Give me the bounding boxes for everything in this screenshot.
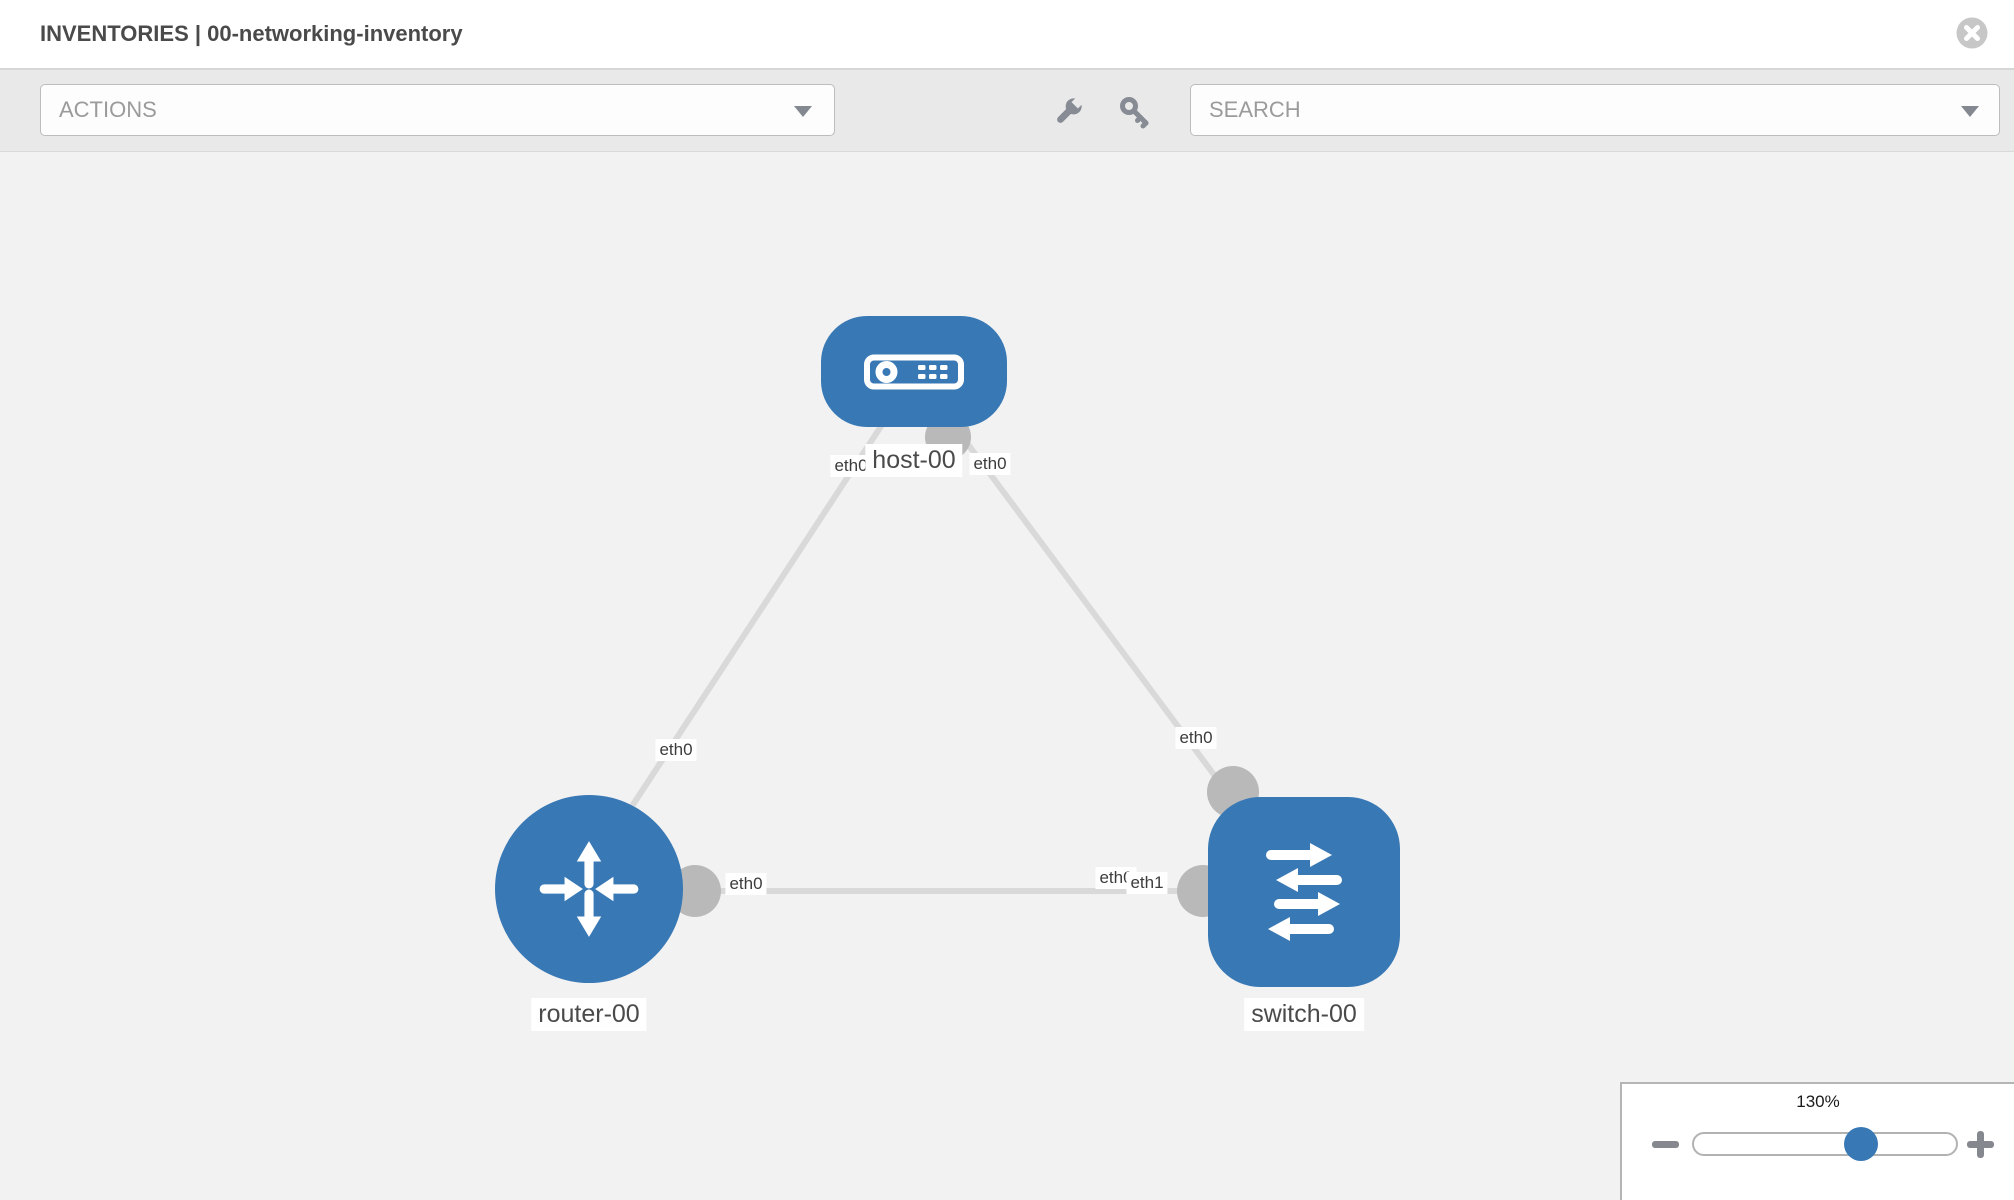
interface-label-host-eth0-right: eth0 bbox=[969, 453, 1011, 475]
host-icon bbox=[864, 354, 964, 389]
zoom-slider-thumb[interactable] bbox=[1844, 1127, 1878, 1161]
zoom-slider[interactable] bbox=[1692, 1127, 1958, 1161]
router-icon bbox=[539, 841, 639, 937]
link-host-router[interactable] bbox=[597, 406, 896, 857]
interface-label-host-eth0-left: eth0 bbox=[830, 455, 872, 477]
chevron-down-icon bbox=[794, 106, 812, 117]
key-icon bbox=[1120, 97, 1149, 129]
toolbar: ACTIONS SEARCH bbox=[0, 70, 2014, 152]
actions-dropdown[interactable]: ACTIONS bbox=[40, 84, 835, 136]
node-label-router: router-00 bbox=[531, 998, 647, 1031]
zoom-panel: 130% bbox=[1620, 1082, 2014, 1200]
credentials-button[interactable] bbox=[1118, 93, 1152, 131]
zoom-in-button[interactable] bbox=[1967, 1131, 1994, 1158]
interface-label-router-eth0-right: eth0 bbox=[725, 873, 767, 895]
node-label-host: host-00 bbox=[865, 444, 963, 477]
chevron-down-icon bbox=[1961, 106, 1979, 117]
node-host-00[interactable] bbox=[821, 316, 1007, 427]
interface-label-switch-eth1-left: eth1 bbox=[1126, 872, 1168, 894]
interface-label-switch-eth0-top: eth0 bbox=[1175, 727, 1217, 749]
actions-dropdown-label: ACTIONS bbox=[59, 97, 157, 122]
node-switch-00[interactable] bbox=[1208, 797, 1400, 987]
topology-canvas[interactable]: host-00 router-00 switch-00 eth0 eth0 et… bbox=[0, 152, 2014, 1200]
page-title: INVENTORIES | 00-networking-inventory bbox=[40, 21, 463, 46]
interface-label-switch-eth0-left-overlapped: eth0 bbox=[1095, 867, 1137, 889]
wrench-icon bbox=[1057, 95, 1085, 123]
search-dropdown-label: SEARCH bbox=[1209, 97, 1301, 122]
search-dropdown[interactable]: SEARCH bbox=[1190, 84, 2000, 136]
switch-icon bbox=[1266, 843, 1342, 941]
zoom-value: 130% bbox=[1796, 1092, 1840, 1111]
node-router-00[interactable] bbox=[495, 795, 683, 983]
interface-label-router-eth0-top: eth0 bbox=[655, 739, 697, 761]
close-button[interactable] bbox=[1956, 17, 1988, 49]
header: INVENTORIES | 00-networking-inventory bbox=[0, 0, 2014, 70]
zoom-out-button[interactable] bbox=[1652, 1141, 1679, 1148]
adhoc-commands-button[interactable] bbox=[1051, 93, 1085, 131]
links-layer bbox=[597, 398, 1280, 917]
node-label-switch: switch-00 bbox=[1244, 998, 1364, 1031]
